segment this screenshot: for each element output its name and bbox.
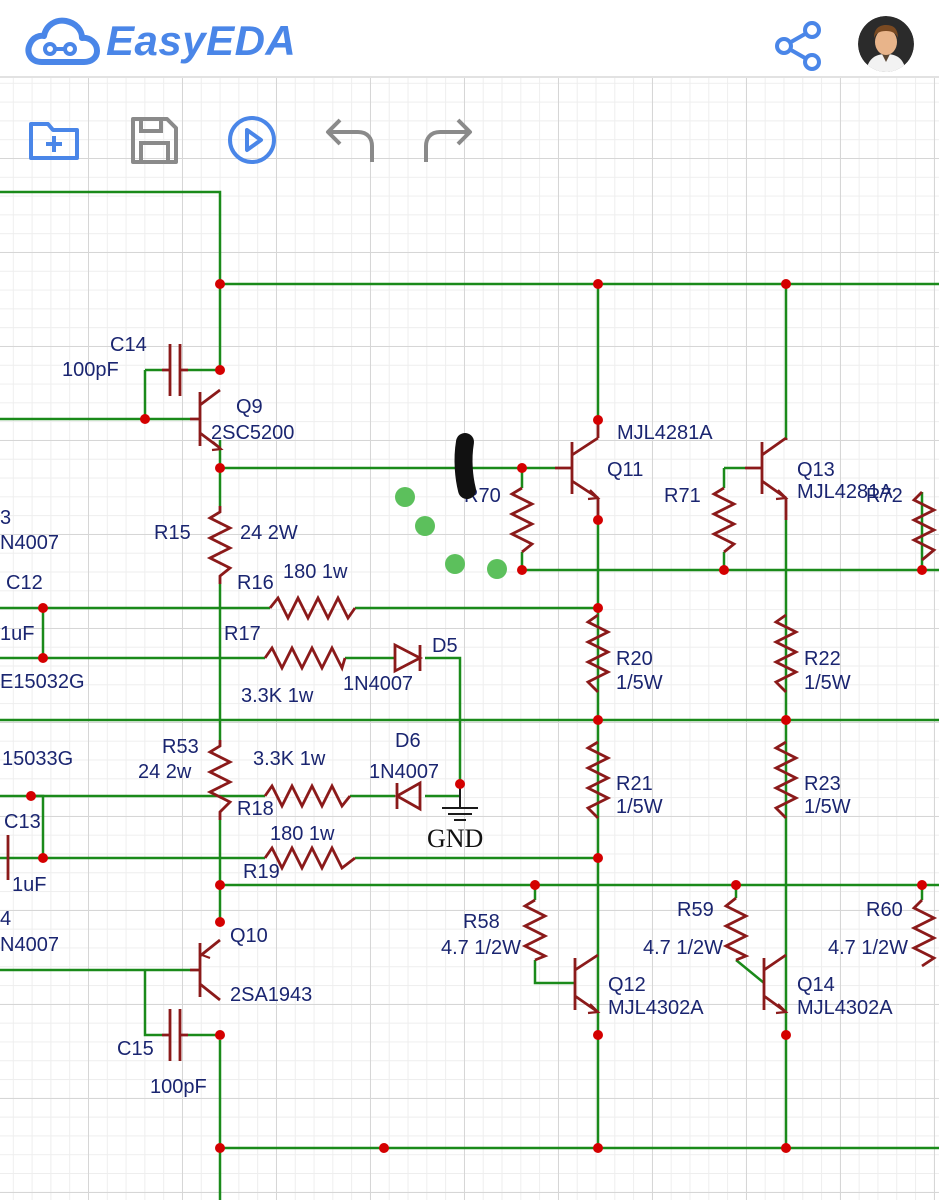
label-r15-val[interactable]: 24 2W	[240, 522, 298, 544]
label-c15-val[interactable]: 100pF	[150, 1076, 207, 1098]
app-title: EasyEDA	[106, 17, 297, 64]
marker-stroke	[454, 433, 476, 499]
label-c12-val[interactable]: 1uF	[0, 623, 34, 645]
label-c14-ref[interactable]: C14	[110, 334, 147, 356]
label-r23-ref[interactable]: R23	[804, 773, 841, 795]
label-q12-ref[interactable]: Q12	[608, 974, 646, 996]
label-r53-ref[interactable]: R53	[162, 736, 199, 758]
label-q-left-top-val[interactable]: E15032G	[0, 671, 85, 693]
label-r59-ref[interactable]: R59	[677, 899, 714, 921]
label-d4-ref-cut[interactable]: 4	[0, 908, 11, 930]
label-q12-val[interactable]: MJL4302A	[608, 997, 704, 1019]
label-q13-val[interactable]: MJL4281A	[797, 481, 893, 503]
label-r23-val[interactable]: 1/5W	[804, 796, 851, 818]
label-r72-ref[interactable]: R72	[866, 485, 903, 507]
save-icon[interactable]	[126, 112, 182, 168]
label-q11-ref[interactable]: Q11	[607, 459, 643, 481]
label-q10-val[interactable]: 2SA1943	[230, 984, 312, 1006]
label-r60-ref[interactable]: R60	[866, 899, 903, 921]
label-c13-val[interactable]: 1uF	[12, 874, 46, 896]
label-r19-ref[interactable]: R19	[243, 861, 280, 883]
label-q13-ref[interactable]: Q13	[797, 459, 835, 481]
label-d6-ref[interactable]: D6	[395, 730, 421, 752]
label-d3-ref-cut[interactable]: 3	[0, 507, 11, 529]
label-q-left-bot-val[interactable]: 15033G	[2, 748, 73, 770]
label-r17-ref[interactable]: R17	[224, 623, 261, 645]
undo-icon[interactable]	[322, 112, 378, 168]
schematic-canvas[interactable]	[0, 78, 939, 1200]
label-r58-val[interactable]: 4.7 1/2W	[441, 937, 521, 959]
label-r21-ref[interactable]: R21	[616, 773, 653, 795]
label-c12-ref[interactable]: C12	[6, 572, 43, 594]
label-r22-ref[interactable]: R22	[804, 648, 841, 670]
ground-symbol	[442, 784, 478, 821]
components	[6, 344, 938, 1061]
label-r19-val[interactable]: 180 1w	[270, 823, 335, 845]
label-r21-val[interactable]: 1/5W	[616, 796, 663, 818]
label-q14-ref[interactable]: Q14	[797, 974, 835, 996]
label-c15-ref[interactable]: C15	[117, 1038, 154, 1060]
label-d5-val[interactable]: 1N4007	[343, 673, 413, 695]
label-r20-ref[interactable]: R20	[616, 648, 653, 670]
folder-plus-icon[interactable]	[26, 112, 82, 168]
label-q9-ref[interactable]: Q9	[236, 396, 263, 418]
label-c14-val[interactable]: 100pF	[62, 359, 119, 381]
label-d3-val-cut[interactable]: N4007	[0, 532, 59, 554]
label-r59-val[interactable]: 4.7 1/2W	[643, 937, 723, 959]
junctions	[26, 279, 927, 1153]
label-q9-val[interactable]: 2SC5200	[211, 422, 294, 444]
app-header: EasyEDA	[0, 0, 939, 78]
user-avatar[interactable]	[858, 16, 914, 72]
touch-indicator	[395, 487, 507, 579]
label-q10-ref[interactable]: Q10	[230, 925, 268, 947]
play-icon[interactable]	[224, 112, 280, 168]
label-q14-val[interactable]: MJL4302A	[797, 997, 893, 1019]
label-r53-val[interactable]: 24 2w	[138, 761, 192, 783]
label-d6-val[interactable]: 1N4007	[369, 761, 439, 783]
cloud-logo-icon	[25, 17, 100, 65]
label-r20-val[interactable]: 1/5W	[616, 672, 663, 694]
label-q11-top-val[interactable]: MJL4281A	[617, 422, 713, 444]
label-r18-val[interactable]: 3.3K 1w	[253, 748, 326, 770]
wires	[0, 190, 939, 1200]
gnd-label: GND	[427, 824, 483, 853]
label-r16-val[interactable]: 180 1w	[283, 561, 348, 583]
label-r60-val[interactable]: 4.7 1/2W	[828, 937, 908, 959]
label-d5-ref[interactable]: D5	[432, 635, 458, 657]
label-r18-ref[interactable]: R18	[237, 798, 274, 820]
label-c13-ref[interactable]: C13	[4, 811, 41, 833]
label-r22-val[interactable]: 1/5W	[804, 672, 851, 694]
label-r16-ref[interactable]: R16	[237, 572, 274, 594]
label-r17-val[interactable]: 3.3K 1w	[241, 685, 314, 707]
label-r71-ref[interactable]: R71	[664, 485, 701, 507]
share-icon[interactable]	[772, 20, 824, 72]
redo-icon[interactable]	[420, 112, 476, 168]
label-d4-val-cut[interactable]: N4007	[0, 934, 59, 956]
label-r15-ref[interactable]: R15	[154, 522, 191, 544]
label-r58-ref[interactable]: R58	[463, 911, 500, 933]
